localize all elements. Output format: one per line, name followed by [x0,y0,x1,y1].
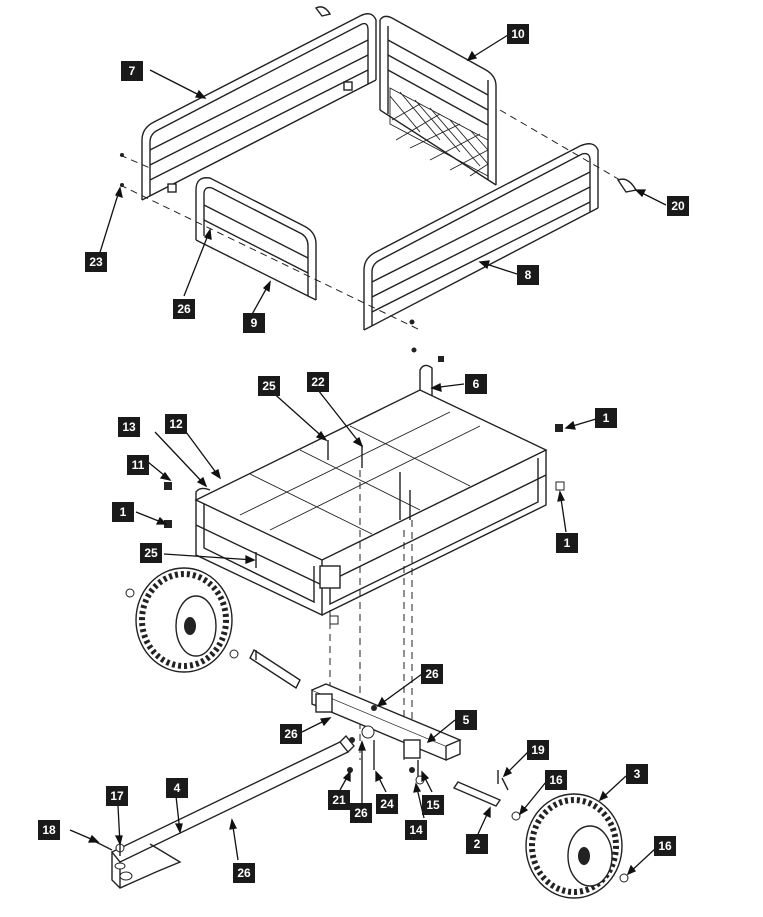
end-gate-panel [379,15,497,186]
callout-4: 4 [166,778,188,798]
cart-bed-frame [194,364,548,617]
front-gate-panel [195,177,317,301]
callout-26-e: 26 [233,863,255,883]
callout-2: 2 [466,834,488,854]
callout-1-b: 1 [112,502,134,522]
wheel-right [525,793,629,899]
callout-19: 19 [527,740,549,760]
callout-18: 18 [38,820,60,840]
callout-26-a: 26 [173,299,195,319]
callout-16-b: 16 [654,836,676,856]
callout-26-c: 26 [280,724,302,744]
callout-16-a: 16 [545,770,567,790]
callout-24: 24 [376,794,398,814]
wheel-left [125,567,239,673]
callout-25-a: 25 [258,376,280,396]
side-rail-panel-right [363,143,599,331]
callout-20: 20 [667,196,689,216]
callout-22: 22 [307,372,329,392]
callout-7: 7 [121,61,143,81]
callout-26-b: 26 [421,664,443,684]
callout-21: 21 [328,790,350,810]
callout-13: 13 [118,417,140,437]
callout-8: 8 [517,265,539,285]
callout-1-c: 1 [556,533,578,553]
callout-12: 12 [165,414,187,434]
callout-10: 10 [507,24,529,44]
callout-23: 23 [85,252,107,272]
callout-15: 15 [422,795,444,815]
callout-3: 3 [626,764,648,784]
tow-tongue [95,734,355,889]
callout-11: 11 [127,455,149,475]
callout-5: 5 [455,710,477,730]
side-rail-panel-left [141,13,377,201]
callout-9: 9 [243,313,265,333]
callout-1-a: 1 [595,408,617,428]
callout-26-d: 26 [350,803,372,823]
callout-14: 14 [405,820,427,840]
callout-17: 17 [106,786,128,806]
callout-6: 6 [465,374,487,394]
axle-assembly [249,648,502,807]
callout-25-b: 25 [140,543,162,563]
